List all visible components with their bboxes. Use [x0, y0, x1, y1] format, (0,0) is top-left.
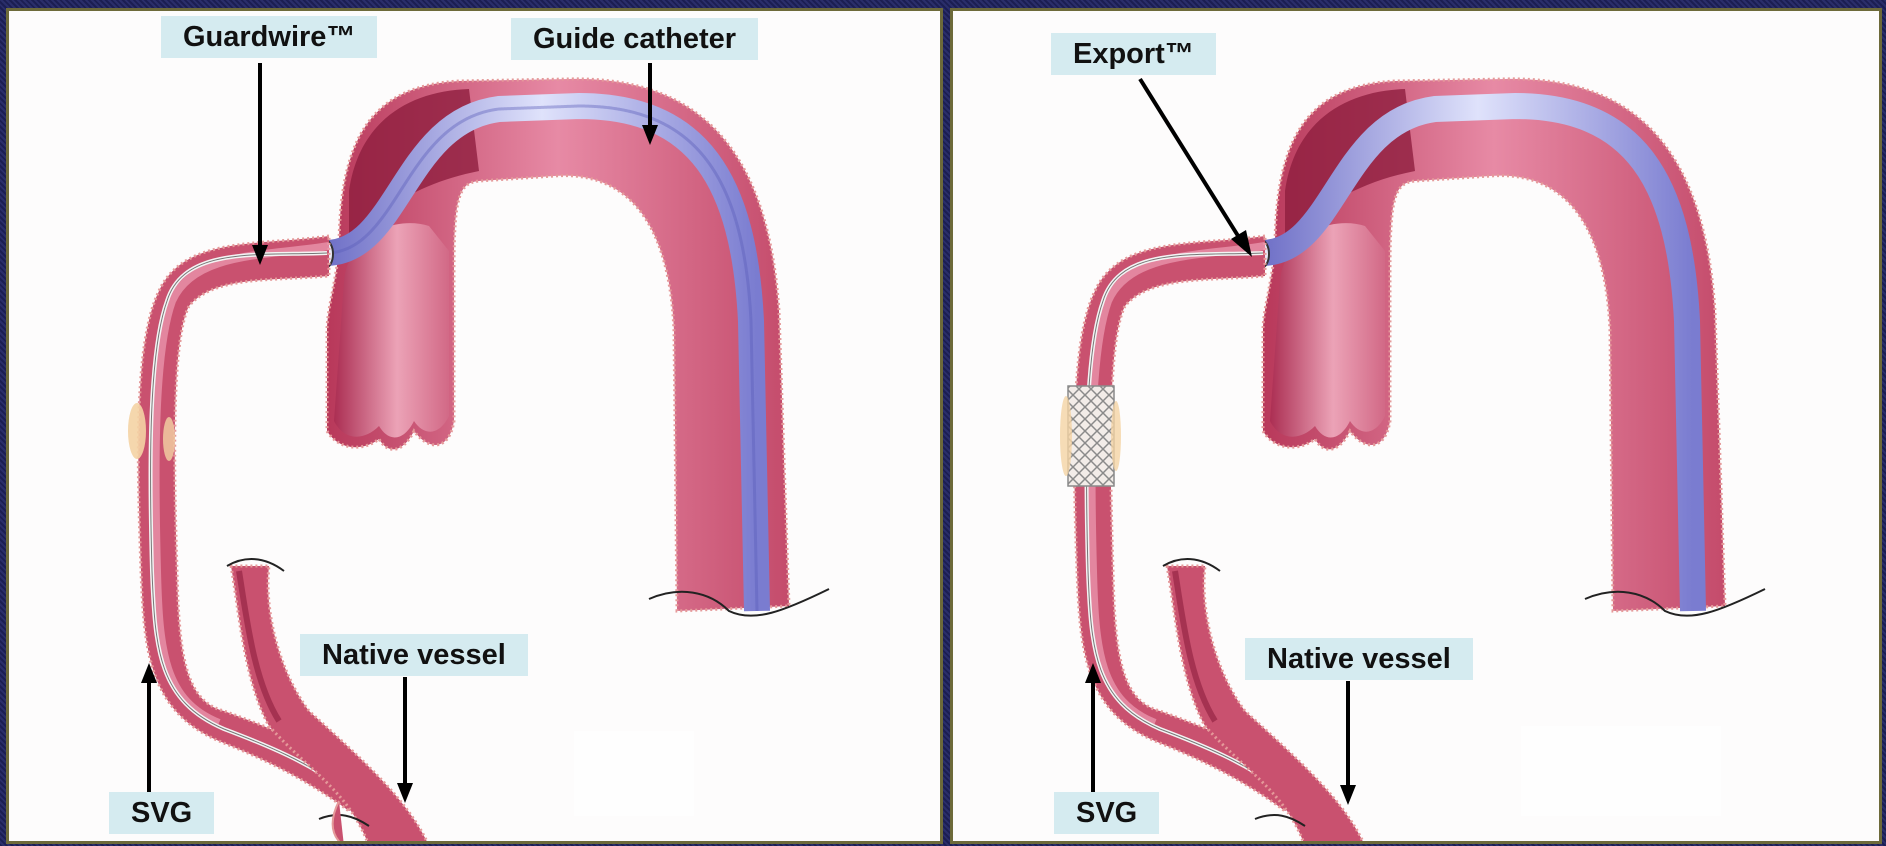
left-diagram-illustration	[9, 11, 943, 844]
right-diagram-panel: Export™ Native vessel SVG	[950, 8, 1882, 844]
right-diagram-illustration	[953, 11, 1882, 844]
svg-arrow	[141, 663, 157, 797]
plaque	[128, 403, 146, 459]
native-vessel-label: Native vessel	[1245, 638, 1473, 680]
native-vessel-label: Native vessel	[300, 634, 528, 676]
native-vessel	[1167, 566, 1365, 844]
guardwire-arrow	[252, 63, 268, 265]
svg-label: SVG	[109, 792, 214, 834]
guide-catheter-label: Guide catheter	[511, 18, 758, 60]
export-label: Export™	[1051, 33, 1216, 75]
native-vessel	[231, 566, 429, 844]
native-vessel-arrow	[1340, 681, 1356, 805]
native-vessel-arrow	[397, 677, 413, 803]
guardwire-label: Guardwire™	[161, 16, 377, 58]
left-diagram-panel: Guardwire™ Guide catheter Native vessel …	[6, 8, 943, 844]
svg-label: SVG	[1054, 792, 1159, 834]
export-arrow	[1140, 79, 1252, 257]
